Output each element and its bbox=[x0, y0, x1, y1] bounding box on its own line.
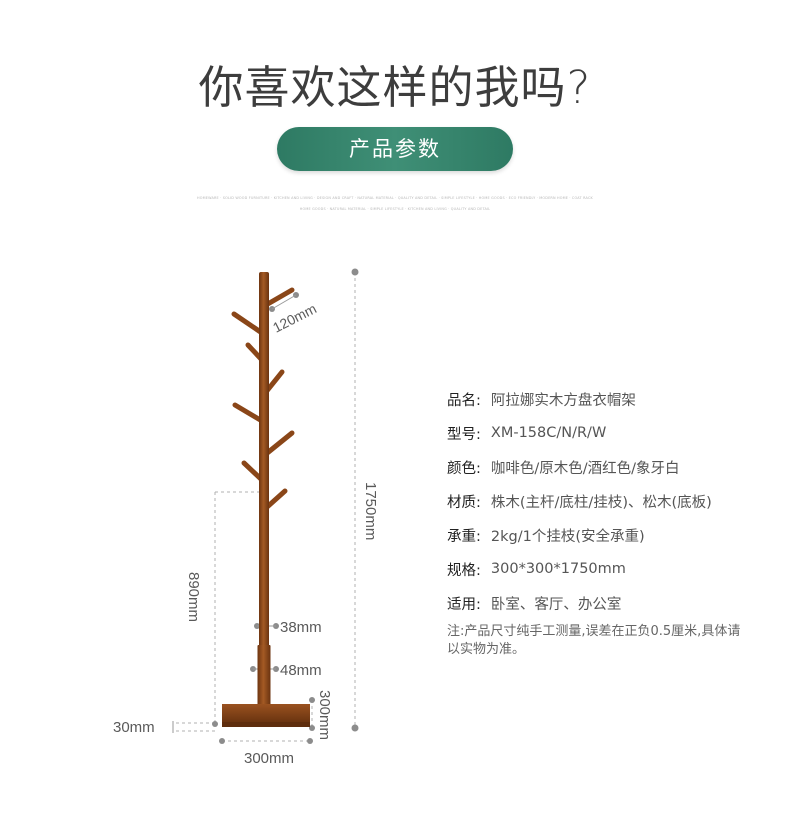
dim-dot bbox=[219, 738, 225, 744]
dim-label-base-width: 300mm bbox=[244, 750, 294, 767]
spec-label: 品名: bbox=[447, 392, 481, 409]
branches bbox=[231, 287, 295, 511]
spec-list: 品名: 阿拉娜实木方盘衣帽架 型号: XM-158C/N/R/W 颜色: 咖啡色… bbox=[447, 382, 767, 620]
dim-dot bbox=[307, 738, 313, 744]
spec-value: 咖啡色/原木色/酒红色/象牙白 bbox=[490, 460, 680, 477]
branch bbox=[232, 402, 265, 424]
spec-row-name: 品名: 阿拉娜实木方盘衣帽架 bbox=[447, 382, 767, 416]
base-top bbox=[222, 704, 310, 722]
base-edge bbox=[222, 722, 310, 727]
spec-value: 卧室、客厅、办公室 bbox=[490, 596, 622, 613]
lower-pole bbox=[257, 645, 271, 708]
dim-dot bbox=[212, 721, 218, 727]
spec-row-usage: 适用: 卧室、客厅、办公室 bbox=[447, 586, 767, 620]
spec-value: XM-158C/N/R/W bbox=[490, 425, 607, 441]
dim-label-base-height: 300mm bbox=[316, 690, 333, 740]
spec-row-material: 材质: 株木(主杆/底柱/挂枝)、松木(底板) bbox=[447, 484, 767, 518]
dim-dot bbox=[309, 725, 315, 731]
spec-value: 2kg/1个挂枝(安全承重) bbox=[490, 528, 645, 545]
branch bbox=[263, 430, 295, 457]
decorative-text-line-2: HOME GOODS · NATURAL MATERIAL · SIMPLE L… bbox=[299, 207, 491, 211]
spec-label: 材质: bbox=[447, 494, 481, 511]
main-pole bbox=[259, 272, 269, 648]
dim-dot bbox=[351, 268, 359, 276]
dimension-lines bbox=[176, 272, 356, 742]
spec-label: 承重: bbox=[447, 528, 481, 545]
dim-label-base-thickness: 30mm bbox=[113, 719, 155, 736]
branch bbox=[231, 311, 265, 336]
spec-value: 阿拉娜实木方盘衣帽架 bbox=[490, 392, 636, 409]
product-params-button[interactable]: 产品参数 bbox=[277, 127, 513, 171]
dim-dot bbox=[351, 724, 359, 732]
branch bbox=[263, 287, 295, 308]
spec-row-size: 规格: 300*300*1750mm bbox=[447, 552, 767, 586]
spec-row-color: 颜色: 咖啡色/原木色/酒红色/象牙白 bbox=[447, 450, 767, 484]
spec-row-load: 承重: 2kg/1个挂枝(安全承重) bbox=[447, 518, 767, 552]
branch bbox=[263, 488, 288, 511]
spec-label: 型号: bbox=[447, 426, 481, 443]
dim-label-pole-upper: 38mm bbox=[280, 619, 322, 636]
spec-label: 规格: bbox=[447, 562, 481, 579]
dim-label-pole-lower: 48mm bbox=[280, 662, 322, 679]
spec-label: 适用: bbox=[447, 596, 481, 613]
measurement-note: 注:产品尺寸纯手工测量,误差在正负0.5厘米,具体请以实物为准。 bbox=[447, 624, 741, 657]
spec-value: 300*300*1750mm bbox=[490, 561, 626, 577]
page-headline: 你喜欢这样的我吗? bbox=[198, 61, 592, 114]
dim-dot bbox=[309, 697, 315, 703]
decorative-text-line-1: HOMEWARE · SOLID WOOD FURNITURE · KITCHE… bbox=[197, 196, 593, 200]
dim-label-lower-height: 890mm bbox=[185, 572, 202, 622]
coat-rack bbox=[222, 272, 310, 727]
dim-label-total-height: 1750mm bbox=[362, 482, 379, 540]
spec-value: 株木(主杆/底柱/挂枝)、松木(底板) bbox=[490, 494, 712, 511]
spec-label: 颜色: bbox=[447, 460, 481, 477]
spec-row-model: 型号: XM-158C/N/R/W bbox=[447, 416, 767, 450]
